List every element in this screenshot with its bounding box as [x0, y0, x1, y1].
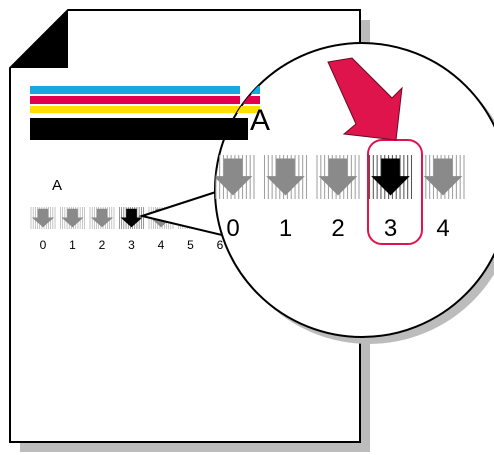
alignment-pattern	[263, 155, 308, 199]
down-arrow-icon	[266, 158, 305, 196]
magnifier-pattern-row: 0 1 2 3 4	[215, 155, 465, 242]
pattern-number-label: 3	[128, 238, 135, 252]
pattern-number-label: 0	[40, 238, 47, 252]
magnifier-section-label: A	[250, 104, 270, 137]
down-arrow-icon	[120, 208, 143, 228]
down-arrow-icon	[371, 158, 410, 196]
pattern-number-label: 4	[158, 238, 165, 252]
magnifier-circle	[214, 42, 494, 338]
yellow-stripe	[30, 106, 240, 113]
down-arrow-icon	[318, 158, 358, 196]
pattern-number-label: 2	[99, 238, 106, 252]
down-arrow-icon	[61, 208, 84, 228]
alignment-pattern	[60, 207, 85, 229]
folded-corner	[10, 10, 68, 68]
pattern-number-label: 6	[217, 238, 224, 252]
pattern-number-label: 0	[226, 215, 239, 242]
pattern-number-label: 2	[331, 215, 344, 242]
pattern-number-label: 4	[436, 215, 449, 242]
pattern-number-label: 1	[69, 238, 76, 252]
pattern-number-label: 1	[279, 215, 292, 242]
pattern-number-label: 3	[384, 215, 397, 242]
alignment-pattern	[30, 207, 56, 229]
pattern-number-label: 5	[187, 238, 194, 252]
down-arrow-icon	[423, 158, 463, 196]
alignment-pattern	[316, 155, 360, 199]
alignment-pattern	[215, 155, 255, 199]
black-stripe	[30, 118, 240, 140]
magenta-stripe	[30, 96, 240, 104]
down-arrow-icon	[90, 208, 114, 228]
down-arrow-icon	[215, 158, 253, 196]
alignment-pattern	[368, 155, 413, 199]
alignment-pattern	[119, 207, 144, 229]
color-stripes	[30, 86, 240, 140]
red-arrow-pointer-icon	[327, 57, 403, 141]
page-section-label: A	[52, 177, 62, 194]
down-arrow-icon	[31, 208, 55, 228]
alignment-pattern	[89, 207, 115, 229]
cyan-stripe	[30, 86, 240, 94]
pointer-arrow	[327, 57, 403, 141]
